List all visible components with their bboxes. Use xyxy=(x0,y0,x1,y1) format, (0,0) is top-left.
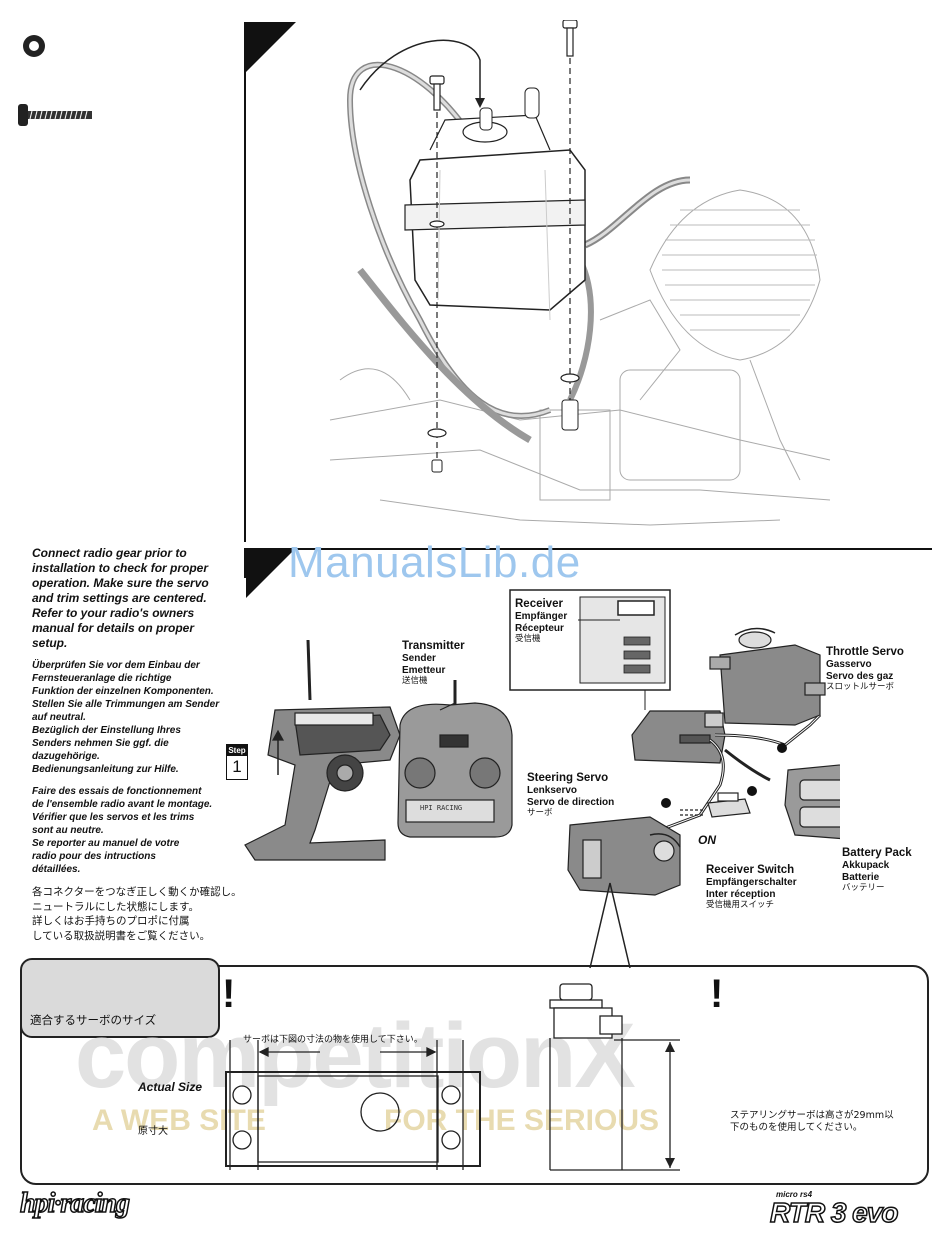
step-badge: Step 1 xyxy=(226,744,248,780)
instructions-french: Faire des essais de fonctionnement de l'… xyxy=(32,786,213,875)
instructions-english: Connect radio gear prior to installation… xyxy=(32,546,209,650)
fuel-tank-illustration xyxy=(329,20,831,526)
manualslib-watermark: ManualsLib.de xyxy=(288,538,581,587)
bottom-panel-border-top xyxy=(244,548,932,550)
battery-pack-label: Battery Pack Akkupack Batterie バッテリー xyxy=(842,847,912,893)
instructions-german: Überprüfen Sie vor dem Einbau der Fernst… xyxy=(32,660,220,775)
servo-side-profile xyxy=(549,983,680,1171)
servo-size-pointer xyxy=(589,882,631,969)
step-number: 1 xyxy=(232,757,242,776)
receiver-label: Receiver Empfänger Récepteur 受信機 xyxy=(515,598,568,644)
servo-size-box xyxy=(20,965,929,1185)
receiver-switch-label: Receiver Switch Empfängerschalter Inter … xyxy=(706,864,797,910)
warning-icon-right: ! xyxy=(710,972,724,1016)
actual-size-label: Actual Size xyxy=(138,1080,203,1094)
step-label: Step xyxy=(227,745,247,756)
hpi-racing-logo: hpi·racing xyxy=(19,1187,131,1220)
bottom-panel-corner xyxy=(246,550,294,598)
throttle-servo-label: Throttle Servo Gasservo Servo des gaz スロ… xyxy=(826,646,904,692)
height-note: ステアリングサーボは高さが29mm以 下のものを使用してください。 xyxy=(730,1110,894,1133)
washer-icon xyxy=(23,35,45,57)
steering-servo-label: Steering Servo Lenkservo Servo de direct… xyxy=(527,772,615,818)
on-label: ON xyxy=(698,833,716,847)
radio-gear-illustration xyxy=(244,589,840,896)
instructions-japanese: 各コネクターをつなぎ正しく動くか確認し。 ニュートラルにした状態にします。 詳し… xyxy=(32,886,242,942)
screw-icon xyxy=(18,104,92,126)
rtr-evo-logo: RTR 3 evo xyxy=(769,1197,899,1229)
top-panel-border-left xyxy=(244,22,246,542)
servo-size-heading: 適合するサーボのサイズ xyxy=(30,1013,157,1027)
servo-actual-size-drawing xyxy=(225,1040,481,1170)
instructions: Connect radio gear prior to installation… xyxy=(32,546,247,943)
competitionx-watermark: competitionX xyxy=(75,1005,636,1107)
model-small-label: micro rs4 xyxy=(776,1190,813,1199)
bottom-panel-border-left xyxy=(244,548,246,578)
watermark-tagline-right: FOR THE SERIOUS xyxy=(384,1104,660,1137)
watermark-tagline-left: A WEB SITE xyxy=(92,1104,266,1137)
transmitter-panel-text: HPI RACING xyxy=(420,804,463,812)
top-panel-corner xyxy=(246,22,296,72)
warning-icon-left: ! xyxy=(222,972,236,1016)
dimension-note: サーボは下図の寸法の物を使用して下さい。 xyxy=(243,1035,423,1045)
actual-size-jp: 原寸大 xyxy=(138,1126,168,1137)
servo-size-heading-box xyxy=(20,958,220,1038)
transmitter-label: Transmitter Sender Emetteur 送信機 xyxy=(402,640,465,686)
